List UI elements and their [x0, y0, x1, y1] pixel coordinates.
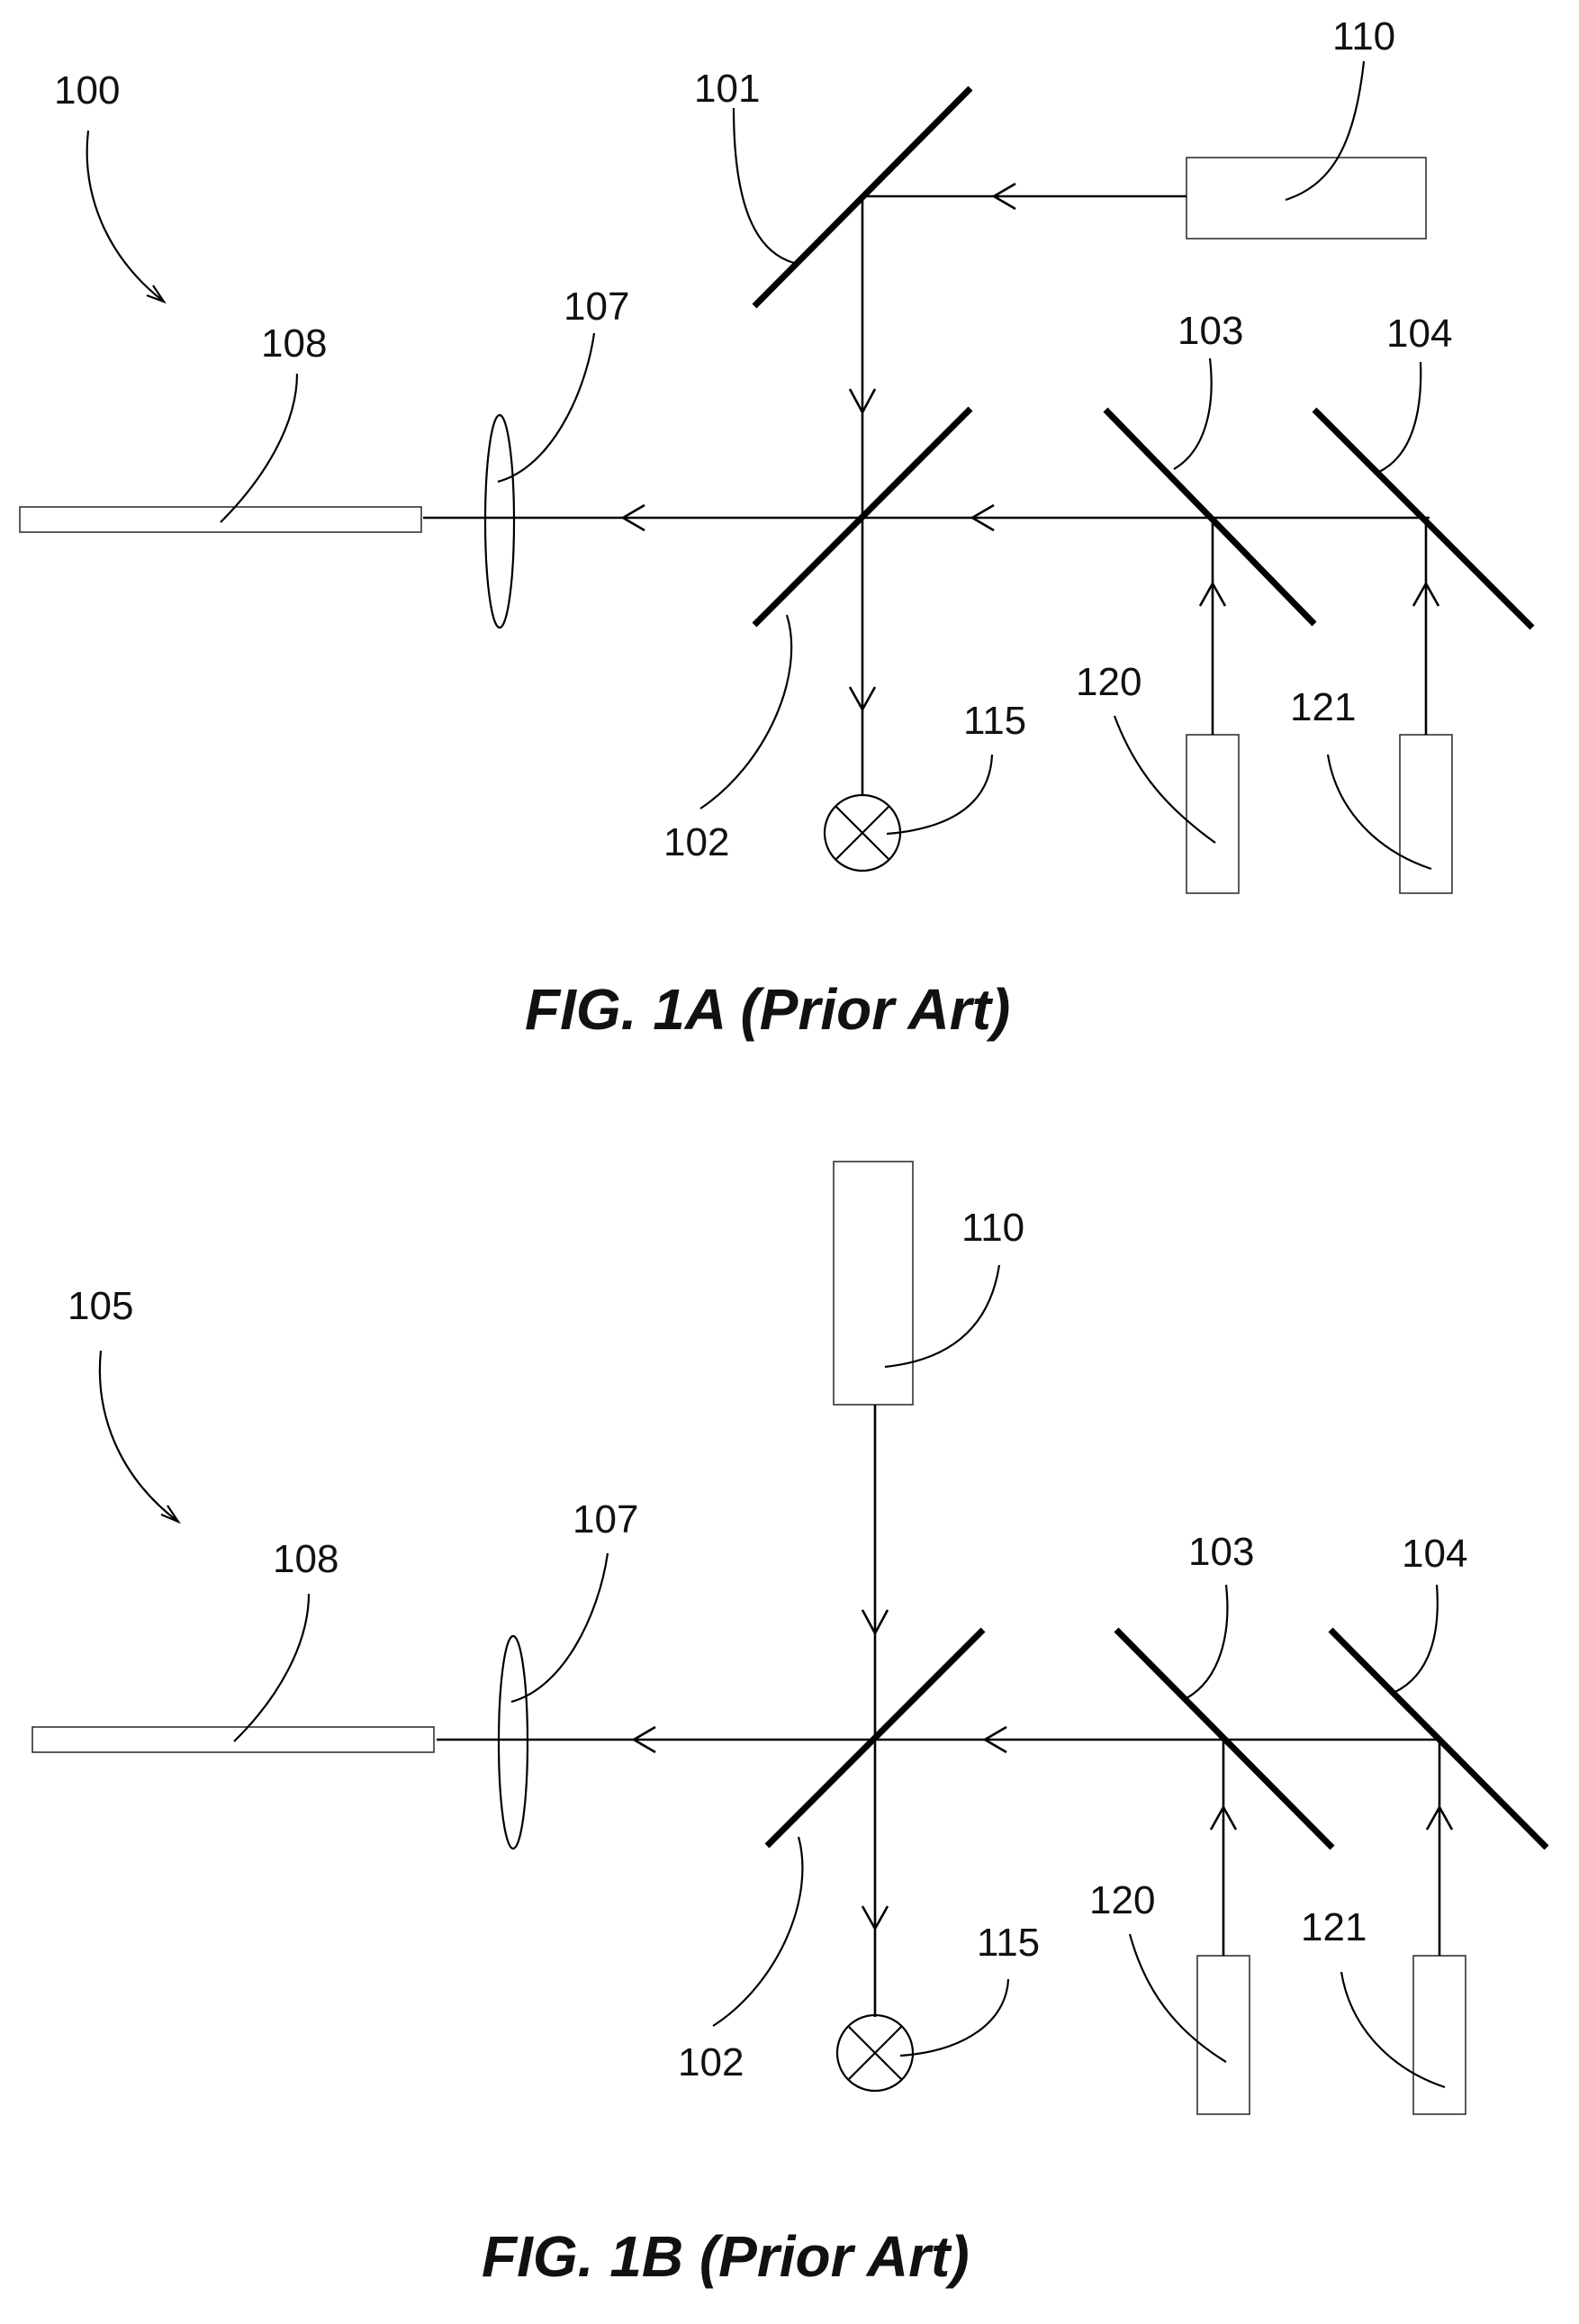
figure-1b: 105 110 102 115 103 104 [32, 1162, 1547, 2289]
caption-fig-1a: FIG. 1A (Prior Art) [525, 977, 1010, 1042]
source-110 [1187, 158, 1426, 239]
system-105-arrowhead [161, 1506, 178, 1522]
fiber-108 [20, 507, 421, 532]
leader-115 [900, 1979, 1008, 2056]
leader-102 [713, 1837, 802, 2026]
label-108: 108 [273, 1537, 338, 1581]
figure-1a: 100 110 101 102 115 103 [20, 14, 1532, 1042]
source-120 [1197, 1956, 1250, 2114]
label-120: 120 [1076, 660, 1141, 704]
source-121 [1413, 1956, 1466, 2114]
system-100-arrow [87, 131, 164, 302]
leader-115 [887, 755, 992, 834]
label-102: 102 [663, 820, 729, 864]
label-115: 115 [963, 699, 1026, 743]
leader-104 [1379, 362, 1421, 472]
source-110 [834, 1162, 913, 1405]
label-110: 110 [961, 1206, 1024, 1250]
leader-101 [734, 108, 794, 263]
leader-107 [511, 1553, 608, 1702]
leader-108 [221, 374, 297, 522]
label-107: 107 [573, 1497, 638, 1542]
label-105: 105 [68, 1284, 133, 1328]
label-121: 121 [1290, 685, 1356, 729]
label-120: 120 [1089, 1878, 1155, 1922]
label-102: 102 [678, 2040, 744, 2084]
label-100: 100 [54, 68, 120, 113]
label-121: 121 [1301, 1905, 1367, 1949]
leader-103 [1187, 1585, 1227, 1698]
label-103: 103 [1188, 1530, 1254, 1574]
label-108: 108 [261, 321, 327, 366]
source-120 [1187, 735, 1239, 893]
lens-107 [485, 415, 514, 628]
label-110: 110 [1332, 14, 1395, 59]
caption-fig-1b: FIG. 1B (Prior Art) [482, 2224, 970, 2289]
leader-102 [700, 615, 791, 809]
lens-107 [499, 1636, 528, 1849]
label-104: 104 [1402, 1532, 1467, 1576]
source-121 [1400, 735, 1452, 893]
leader-103 [1174, 358, 1212, 469]
label-115: 115 [977, 1921, 1040, 1965]
fiber-108 [32, 1727, 434, 1752]
leader-108 [234, 1594, 309, 1741]
label-103: 103 [1177, 309, 1243, 353]
system-105-arrow [100, 1351, 178, 1522]
label-104: 104 [1386, 312, 1452, 356]
label-107: 107 [564, 285, 629, 329]
leader-104 [1394, 1585, 1438, 1693]
label-101: 101 [694, 67, 760, 111]
